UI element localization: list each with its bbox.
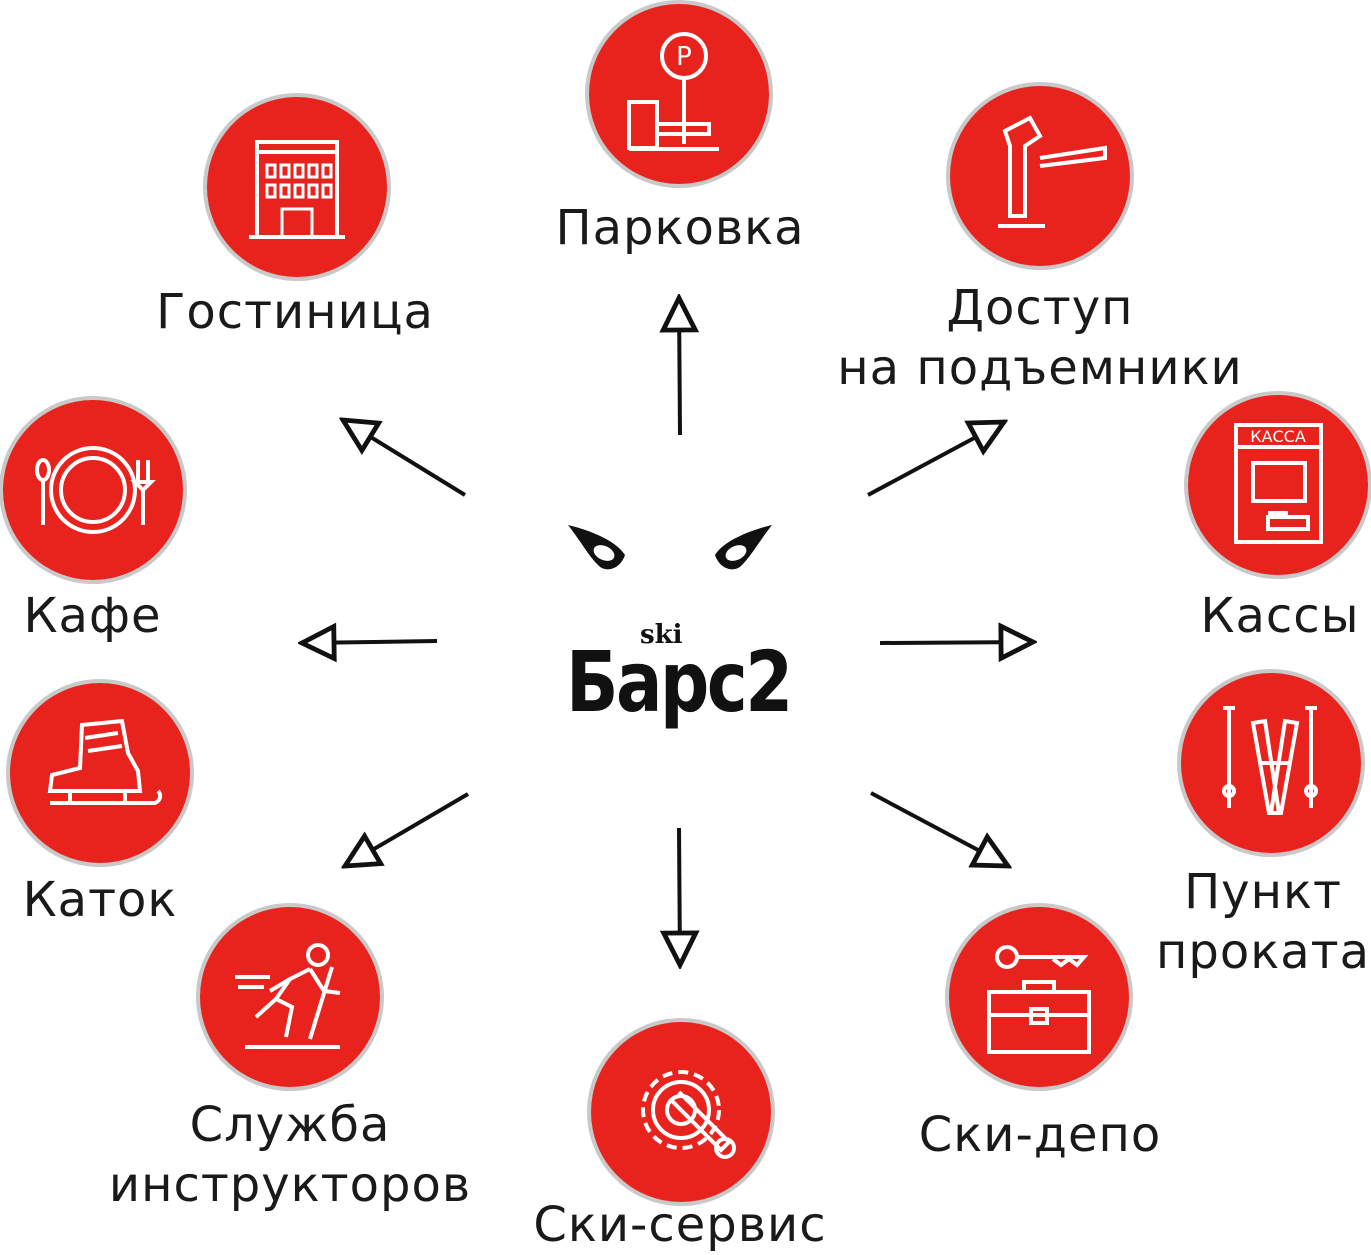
lift-access-label: Доступ на подъемники bbox=[837, 280, 1243, 396]
arrow-cashier bbox=[879, 642, 1033, 643]
arrow-ski-service bbox=[679, 827, 680, 965]
instructors-node[interactable] bbox=[200, 907, 380, 1087]
lift-access-node[interactable] bbox=[950, 86, 1130, 266]
logo-bars2-text: Барс2 bbox=[566, 633, 793, 731]
rink-node[interactable] bbox=[10, 683, 190, 863]
hotel-icon bbox=[249, 140, 345, 239]
cafe-label: Кафе bbox=[23, 588, 162, 644]
rental-label: Пункт проката bbox=[1156, 864, 1370, 980]
rental-node[interactable] bbox=[1181, 673, 1361, 853]
key-toolbox-icon bbox=[987, 945, 1091, 1054]
ski-service-label: Ски-сервис bbox=[533, 1197, 827, 1253]
arrow-ski-depot bbox=[870, 791, 1008, 866]
arrow-cafe bbox=[302, 641, 438, 643]
rink-label: Каток bbox=[22, 872, 178, 928]
parking-barrier-icon: P bbox=[627, 32, 719, 151]
arrow-parking bbox=[679, 298, 680, 436]
turnstile-icon bbox=[998, 115, 1107, 228]
instructors-label: Служба инструкторов bbox=[108, 1097, 472, 1213]
skier-icon bbox=[235, 943, 341, 1049]
cash-desk-icon: КАССА bbox=[1234, 423, 1323, 544]
ski-depot-label: Ски-депо bbox=[918, 1107, 1162, 1163]
ski-service-node[interactable] bbox=[591, 1022, 771, 1202]
ski-depot-node[interactable] bbox=[949, 907, 1129, 1087]
parking-label: Парковка bbox=[555, 200, 805, 256]
parking-node[interactable]: P bbox=[589, 4, 769, 184]
cashier-node[interactable]: КАССА bbox=[1188, 395, 1368, 575]
hotel-label: Гостиница bbox=[156, 284, 434, 340]
svg-text:КАССА: КАССА bbox=[1250, 427, 1306, 446]
cafe-node[interactable] bbox=[3, 400, 183, 580]
skate-icon bbox=[47, 718, 163, 805]
plate-cutlery-icon bbox=[35, 446, 156, 534]
skis-poles-icon bbox=[1222, 706, 1318, 815]
arrow-rink bbox=[345, 792, 470, 866]
cashier-label: Кассы bbox=[1200, 588, 1360, 644]
svg-text:P: P bbox=[676, 42, 692, 72]
arrow-lift-access bbox=[867, 422, 1004, 497]
hotel-node[interactable] bbox=[207, 97, 387, 277]
gear-wrench-icon bbox=[641, 1070, 736, 1159]
leopard-eyes-logo bbox=[568, 525, 772, 570]
logo-ski-text: ski bbox=[640, 620, 683, 650]
arrow-hotel bbox=[343, 420, 467, 497]
